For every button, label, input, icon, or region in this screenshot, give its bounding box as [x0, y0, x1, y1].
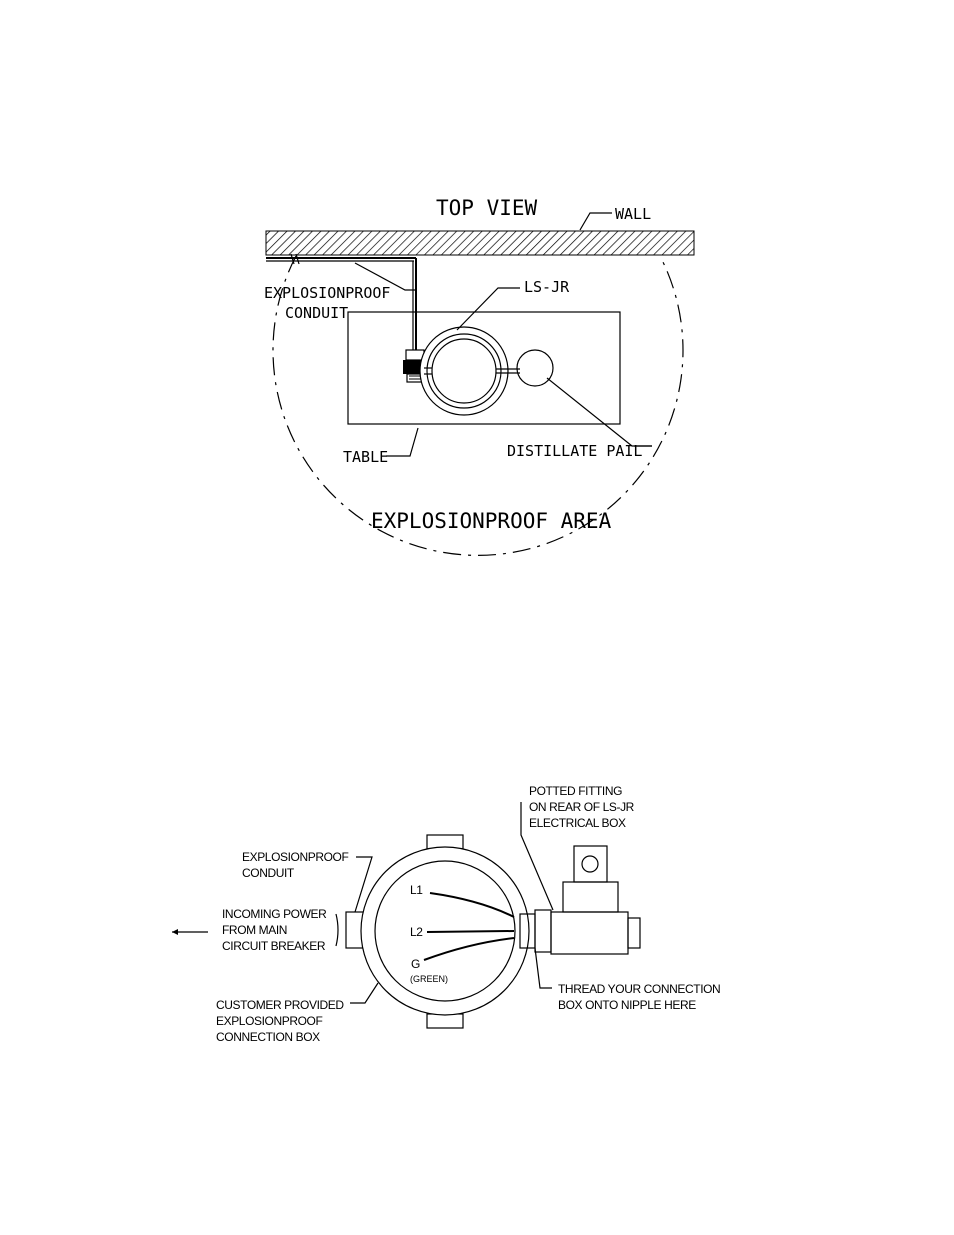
conduit-detail-leader [354, 856, 373, 913]
top-view-diagram: TOP VIEW WALL EXPLOSIONPROOF CONDUIT TAB… [264, 196, 695, 556]
explosionproof-area-boundary [272, 255, 684, 556]
customer-label-line1: CUSTOMER PROVIDED [216, 998, 344, 1012]
wall-leader [579, 212, 612, 231]
wire-g-label: G [411, 957, 420, 971]
conduit-leader [354, 262, 415, 291]
thread-label-line1: THREAD YOUR CONNECTION [558, 982, 720, 996]
customer-label-line3: CONNECTION BOX [216, 1030, 320, 1044]
ls-jr-electrical-box [550, 911, 629, 955]
wiring-detail-diagram: POTTED FITTING ON REAR OF LS-JR ELECTRIC… [172, 784, 721, 1044]
fitting-label-line2: ON REAR OF LS-JR [529, 800, 635, 814]
mounting-hole-icon [581, 855, 599, 873]
table [347, 311, 621, 425]
power-label-line1: INCOMING POWER [222, 907, 327, 921]
ls-jr-label: LS-JR [524, 278, 570, 296]
wall-label: WALL [615, 205, 651, 223]
wire-g-note: (GREEN) [410, 974, 448, 984]
fitting-label-line1: POTTED FITTING [529, 784, 622, 798]
connection-box-inner [374, 860, 516, 1002]
ls-jr-unit-icon [419, 326, 509, 416]
wire-l2 [426, 930, 515, 933]
explosionproof-area-label: EXPLOSIONPROOF AREA [371, 509, 612, 533]
thread-leader [534, 947, 552, 989]
fitting-label-line3: ELECTRICAL BOX [529, 816, 626, 830]
fitting-leader [520, 802, 554, 911]
distillate-pail-label: DISTILLATE PAIL [507, 442, 642, 460]
wall [265, 230, 695, 256]
nipple-collar [534, 909, 552, 953]
distillate-pail-icon [516, 349, 554, 387]
wire-l1-label: L1 [410, 883, 423, 897]
conduit-label-line2: CONDUIT [285, 304, 348, 322]
customer-box-leader [350, 982, 379, 1004]
conduit-detail-label-line2: CONDUIT [242, 866, 295, 880]
power-label-line2: FROM MAIN [222, 923, 287, 937]
conduit-label-line1: EXPLOSIONPROOF [264, 284, 390, 302]
customer-label-line2: EXPLOSIONPROOF [216, 1014, 322, 1028]
table-leader [386, 427, 419, 457]
conduit-detail-label-line1: EXPLOSIONPROOF [242, 850, 348, 864]
box-bottom-boss [426, 1013, 464, 1029]
thread-label-line2: BOX ONTO NIPPLE HERE [558, 998, 696, 1012]
ls-jr-leader [456, 287, 520, 331]
wire-g [423, 937, 515, 961]
top-view-title: TOP VIEW [436, 196, 538, 220]
wire-l1 [429, 892, 515, 918]
power-label-line3: CIRCUIT BREAKER [222, 939, 326, 953]
pail-leader [546, 377, 652, 447]
wire-l2-label: L2 [410, 925, 423, 939]
potted-fitting [562, 881, 619, 913]
table-label: TABLE [343, 448, 388, 466]
